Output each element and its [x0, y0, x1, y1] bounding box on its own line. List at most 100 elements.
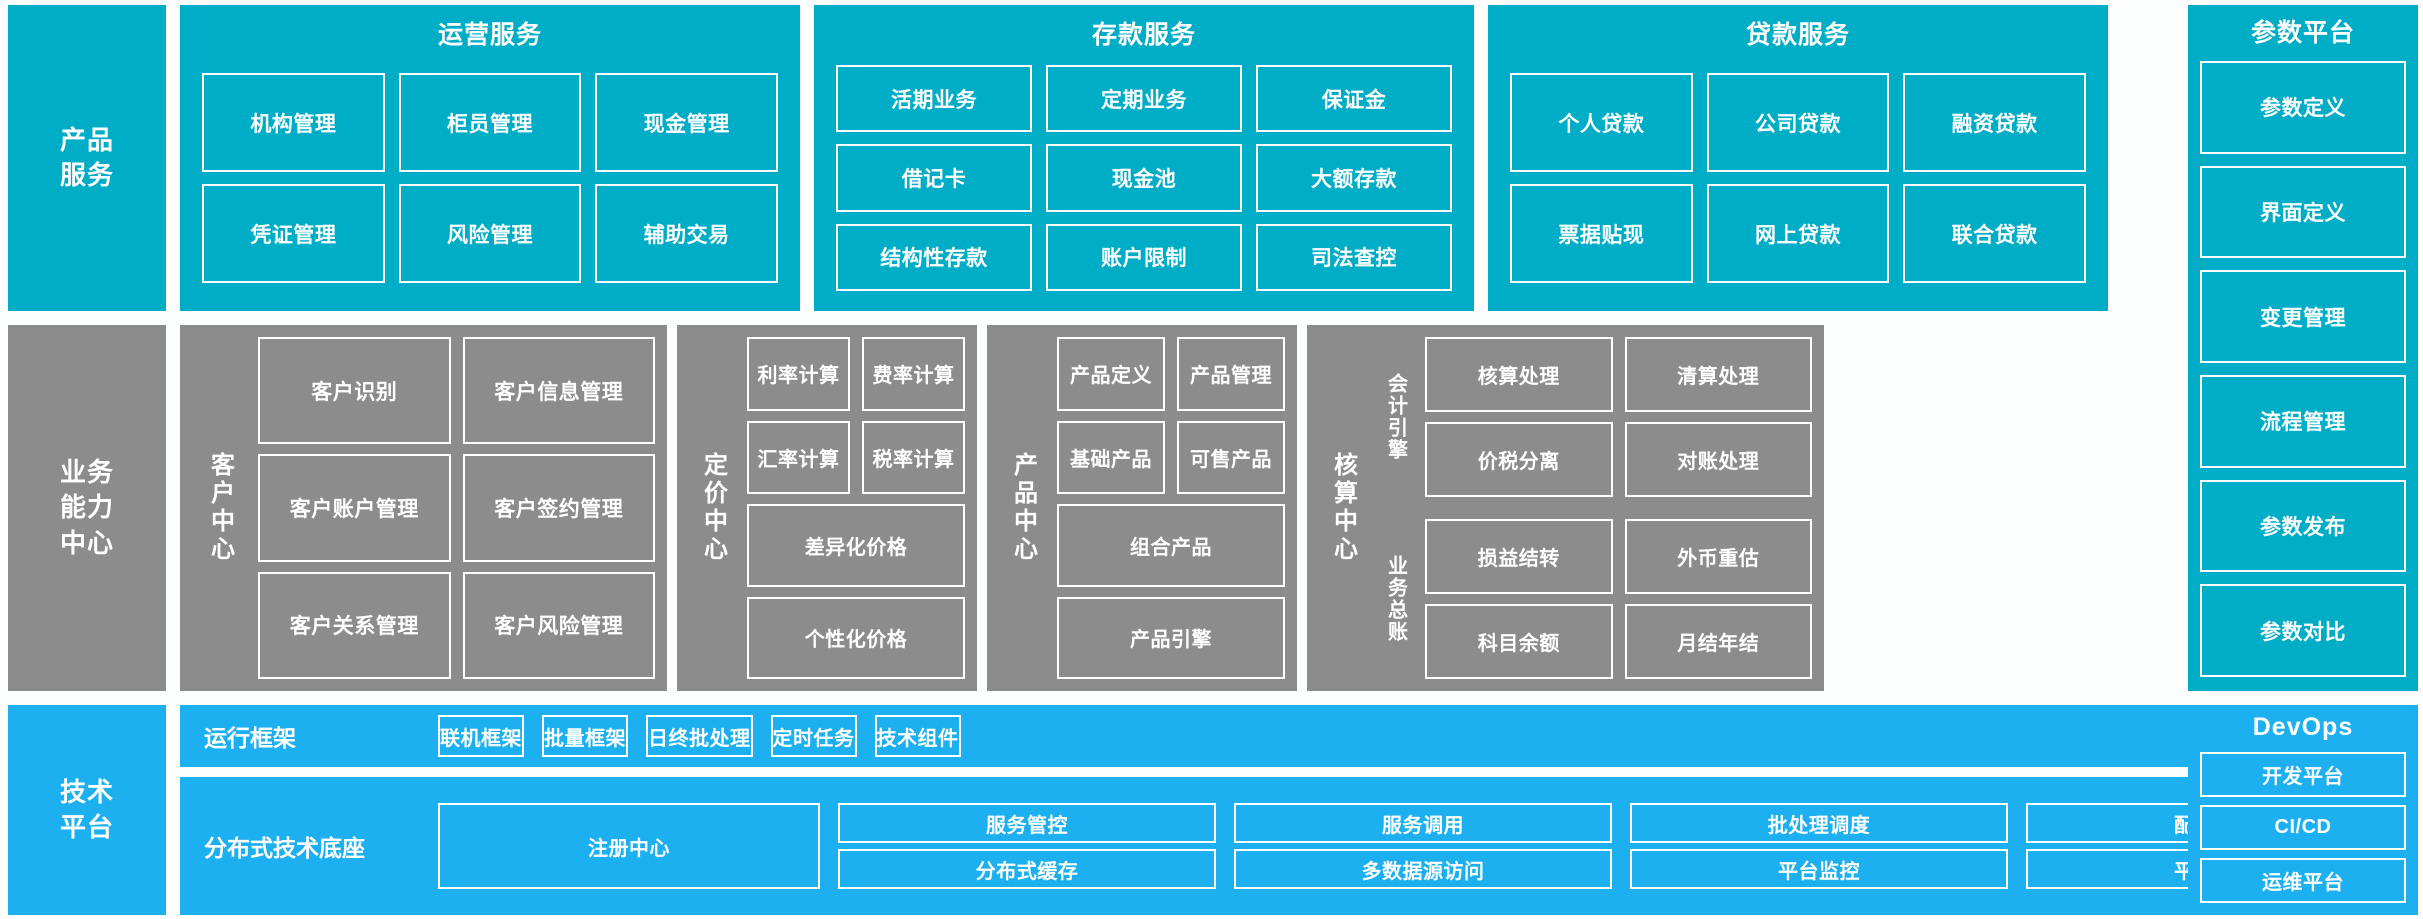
group-title-deposit: 存款服务 [1091, 21, 1196, 49]
tile-deposit-8[interactable]: 账户限制 [1046, 223, 1242, 291]
tile-deposit-6[interactable]: 大额存款 [1256, 144, 1452, 212]
tile-ledger-1[interactable]: 损益结转 [1425, 519, 1613, 594]
tile-runtime-1[interactable]: 联机框架 [438, 715, 524, 757]
group-title-loan: 贷款服务 [1745, 21, 1850, 49]
tile-operations-5[interactable]: 风险管理 [398, 184, 582, 283]
tile-devops-3[interactable]: 运维平台 [2200, 858, 2406, 903]
band-runtime-framework: 运行框架 联机框架 批量框架 日终批处理 定时任务 技术组件 [180, 705, 2418, 767]
tile-product-2[interactable]: 产品管理 [1177, 337, 1285, 411]
tile-deposit-5[interactable]: 现金池 [1046, 144, 1242, 212]
center-label-pricing: 定价中心 [699, 452, 727, 564]
panel-title-parameter-platform: 参数平台 [2250, 19, 2355, 47]
center-customer: 客户中心 客户识别 客户信息管理 客户账户管理 客户签约管理 客户关系管理 客户… [180, 325, 667, 691]
tile-customer-6[interactable]: 客户风险管理 [462, 571, 655, 679]
tile-runtime-3[interactable]: 日终批处理 [646, 715, 753, 757]
row-label-business-capability: 业务 能力 中心 [8, 325, 166, 691]
panel-title-devops: DevOps [2252, 713, 2354, 741]
panel-devops: DevOps 开发平台 CI/CD 运维平台 [2188, 705, 2418, 915]
tile-operations-4[interactable]: 凭证管理 [202, 184, 385, 283]
subgroup-label-general-ledger: 业务总账 [1384, 555, 1407, 643]
tile-loan-5[interactable]: 网上贷款 [1706, 184, 1890, 283]
tile-param-1[interactable]: 参数定义 [2200, 61, 2406, 154]
band-label-runtime-framework: 运行框架 [204, 725, 296, 751]
tile-customer-2[interactable]: 客户信息管理 [462, 337, 655, 445]
group-title-operations: 运营服务 [437, 21, 542, 49]
tile-loan-2[interactable]: 公司贷款 [1706, 73, 1890, 172]
group-loan-services: 贷款服务 个人贷款 公司贷款 融资贷款 票据贴现 网上贷款 联合贷款 [1488, 5, 2108, 311]
row-label-product-services: 产品 服务 [8, 5, 166, 311]
tile-dist-1-1[interactable]: 服务管控 [838, 803, 1216, 843]
tile-deposit-3[interactable]: 保证金 [1256, 65, 1452, 133]
column-distributed-1: 服务管控 分布式缓存 [838, 803, 1216, 889]
tile-registry-center[interactable]: 注册中心 [438, 803, 820, 889]
tile-customer-4[interactable]: 客户签约管理 [462, 454, 655, 562]
tile-operations-1[interactable]: 机构管理 [202, 73, 385, 172]
tile-dist-1-2[interactable]: 分布式缓存 [838, 849, 1216, 889]
tile-deposit-7[interactable]: 结构性存款 [836, 223, 1032, 291]
tile-runtime-5[interactable]: 技术组件 [874, 715, 961, 757]
tile-loan-3[interactable]: 融资贷款 [1903, 73, 2086, 172]
tile-deposit-4[interactable]: 借记卡 [836, 144, 1032, 212]
tile-param-5[interactable]: 参数发布 [2200, 479, 2406, 573]
tile-deposit-2[interactable]: 定期业务 [1046, 65, 1242, 133]
tile-ledger-3[interactable]: 科目余额 [1425, 604, 1613, 679]
row-technical-platform: 技术 平台 运行框架 联机框架 批量框架 日终批处理 定时任务 技术组件 分布式… [8, 705, 2418, 915]
tile-deposit-1[interactable]: 活期业务 [836, 65, 1032, 133]
tile-dist-2-2[interactable]: 多数据源访问 [1234, 849, 1612, 889]
tile-customer-3[interactable]: 客户账户管理 [258, 454, 451, 562]
tile-ledger-4[interactable]: 月结年结 [1624, 604, 1812, 679]
tile-param-6[interactable]: 参数对比 [2200, 584, 2406, 678]
tile-accounting-2[interactable]: 清算处理 [1624, 337, 1812, 412]
center-label-customer: 客户中心 [206, 452, 234, 564]
tile-dist-3-2[interactable]: 平台监控 [1630, 849, 2008, 889]
tile-customer-1[interactable]: 客户识别 [258, 337, 451, 445]
tile-runtime-2[interactable]: 批量框架 [542, 715, 628, 757]
tile-customer-5[interactable]: 客户关系管理 [258, 571, 451, 679]
band-distributed-base: 分布式技术底座 注册中心 服务管控 分布式缓存 服务调用 多数据源访问 批处理调… [180, 777, 2418, 915]
parameter-platform-list: 参数定义 界面定义 变更管理 流程管理 参数发布 参数对比 [2200, 55, 2406, 683]
tile-devops-1[interactable]: 开发平台 [2200, 752, 2406, 797]
row-product-services: 产品 服务 运营服务 机构管理 柜员管理 现金管理 凭证管理 风险管理 辅助交易… [8, 5, 2418, 311]
center-label-product: 产品中心 [1009, 452, 1037, 564]
tile-operations-2[interactable]: 柜员管理 [398, 73, 582, 172]
devops-list: 开发平台 CI/CD 运维平台 [2200, 748, 2406, 907]
tile-ledger-2[interactable]: 外币重估 [1624, 519, 1812, 594]
tile-loan-4[interactable]: 票据贴现 [1510, 184, 1693, 283]
row-business-capability-center: 业务 能力 中心 客户中心 客户识别 客户信息管理 客户账户管理 客户签约管理 … [8, 325, 2418, 691]
tile-accounting-1[interactable]: 核算处理 [1425, 337, 1613, 412]
tile-loan-1[interactable]: 个人贷款 [1510, 73, 1693, 172]
tile-pricing-1[interactable]: 利率计算 [747, 337, 850, 411]
tile-product-wide-1[interactable]: 组合产品 [1057, 504, 1285, 587]
tile-product-3[interactable]: 基础产品 [1057, 420, 1165, 494]
tile-devops-2[interactable]: CI/CD [2200, 805, 2406, 850]
center-label-accounting: 核算中心 [1329, 452, 1357, 564]
tile-pricing-wide-2[interactable]: 个性化价格 [747, 596, 965, 679]
tile-pricing-3[interactable]: 汇率计算 [747, 420, 850, 494]
column-distributed-2: 服务调用 多数据源访问 [1234, 803, 1612, 889]
tile-param-3[interactable]: 变更管理 [2200, 270, 2406, 364]
tile-deposit-9[interactable]: 司法查控 [1256, 223, 1452, 291]
center-product: 产品中心 产品定义 产品管理 基础产品 可售产品 组合产品 产品引擎 [987, 325, 1297, 691]
tile-dist-2-1[interactable]: 服务调用 [1234, 803, 1612, 843]
tile-pricing-wide-1[interactable]: 差异化价格 [747, 504, 965, 587]
tile-pricing-4[interactable]: 税率计算 [862, 420, 965, 494]
tile-operations-6[interactable]: 辅助交易 [595, 184, 778, 283]
center-pricing: 定价中心 利率计算 费率计算 汇率计算 税率计算 差异化价格 个性化价格 [677, 325, 977, 691]
tile-operations-3[interactable]: 现金管理 [595, 73, 778, 172]
tile-loan-6[interactable]: 联合贷款 [1903, 184, 2086, 283]
tile-product-1[interactable]: 产品定义 [1057, 337, 1165, 411]
center-accounting: 核算中心 会计引擎 核算处理 清算处理 价税分离 对账处理 业务总账 [1307, 325, 1824, 691]
tile-accounting-4[interactable]: 对账处理 [1624, 422, 1812, 497]
tile-param-4[interactable]: 流程管理 [2200, 375, 2406, 468]
tile-dist-3-1[interactable]: 批处理调度 [1630, 803, 2008, 843]
tile-runtime-4[interactable]: 定时任务 [770, 715, 857, 757]
subgroup-label-accounting-engine: 会计引擎 [1384, 373, 1407, 461]
tile-accounting-3[interactable]: 价税分离 [1425, 422, 1613, 497]
tile-product-4[interactable]: 可售产品 [1177, 420, 1285, 494]
tile-pricing-2[interactable]: 费率计算 [862, 337, 965, 411]
tile-product-wide-2[interactable]: 产品引擎 [1057, 596, 1285, 679]
column-distributed-3: 批处理调度 平台监控 [1630, 803, 2008, 889]
tile-param-2[interactable]: 界面定义 [2200, 165, 2406, 259]
band-label-distributed-base: 分布式技术底座 [204, 835, 365, 861]
